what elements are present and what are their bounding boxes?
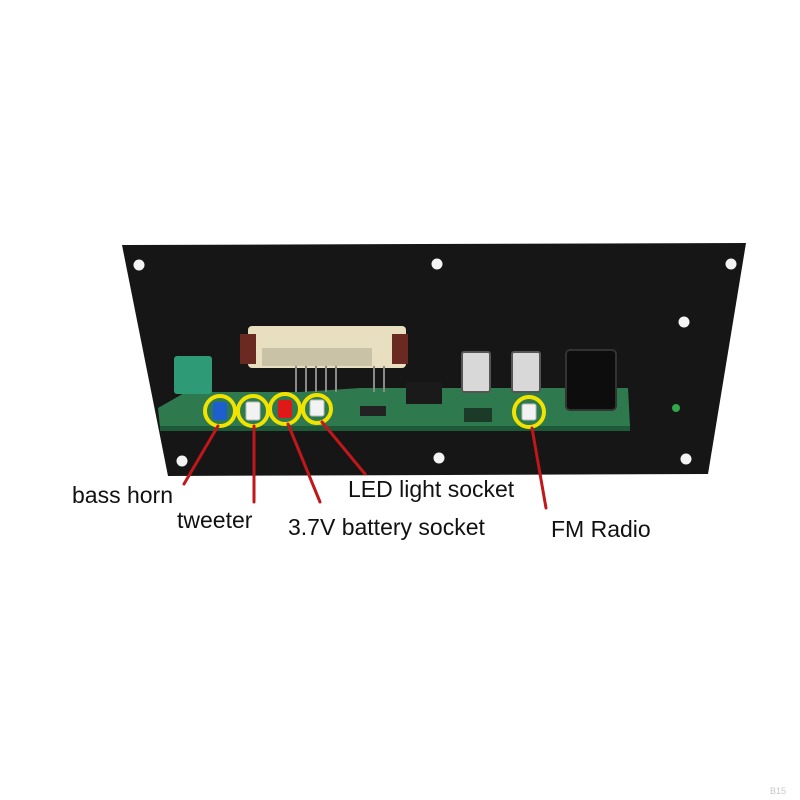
connector-slot	[262, 348, 372, 366]
label-led-socket: LED light socket	[348, 476, 515, 502]
label-bass-horn: bass horn	[72, 482, 173, 508]
mounting-hole	[176, 455, 188, 467]
fm-connector	[521, 403, 537, 421]
tweeter-connector	[245, 401, 261, 421]
watermark: B15	[770, 786, 786, 796]
battery-connector	[278, 400, 292, 418]
status-led	[672, 404, 680, 412]
connector-clip-left	[240, 334, 256, 364]
mounting-hole	[133, 259, 145, 271]
mounting-hole	[725, 258, 737, 270]
label-battery-socket: 3.7V battery socket	[288, 514, 485, 540]
pointer-lines	[182, 420, 548, 510]
pointer-battery	[286, 422, 322, 504]
mounting-hole	[680, 453, 692, 465]
connector-clip-right	[392, 334, 408, 364]
chip	[360, 406, 386, 416]
mounting-holes	[133, 258, 737, 467]
ring-led	[301, 393, 333, 425]
mounting-hole	[678, 316, 690, 328]
label-fm-radio: FM Radio	[551, 516, 651, 542]
usb-socket	[461, 351, 491, 393]
label-tweeter: tweeter	[177, 507, 253, 533]
connector-pins	[295, 366, 385, 392]
ring-bass-horn	[203, 394, 237, 428]
pointer-led	[320, 420, 367, 476]
led-connector	[309, 399, 325, 417]
ring-battery	[268, 392, 302, 426]
usb-socket	[511, 351, 541, 393]
pointer-bass-horn	[182, 424, 220, 486]
chip	[464, 408, 492, 422]
ring-fm-radio	[512, 395, 546, 429]
pointer-fm-radio	[530, 426, 548, 510]
mounting-hole	[433, 452, 445, 464]
metal-panel	[122, 243, 746, 476]
bass-horn-connector	[213, 402, 227, 420]
inductor-block	[174, 356, 212, 394]
chip	[406, 382, 442, 404]
board-edge	[160, 426, 630, 431]
mounting-hole	[431, 258, 443, 270]
aux-jack	[565, 349, 617, 411]
